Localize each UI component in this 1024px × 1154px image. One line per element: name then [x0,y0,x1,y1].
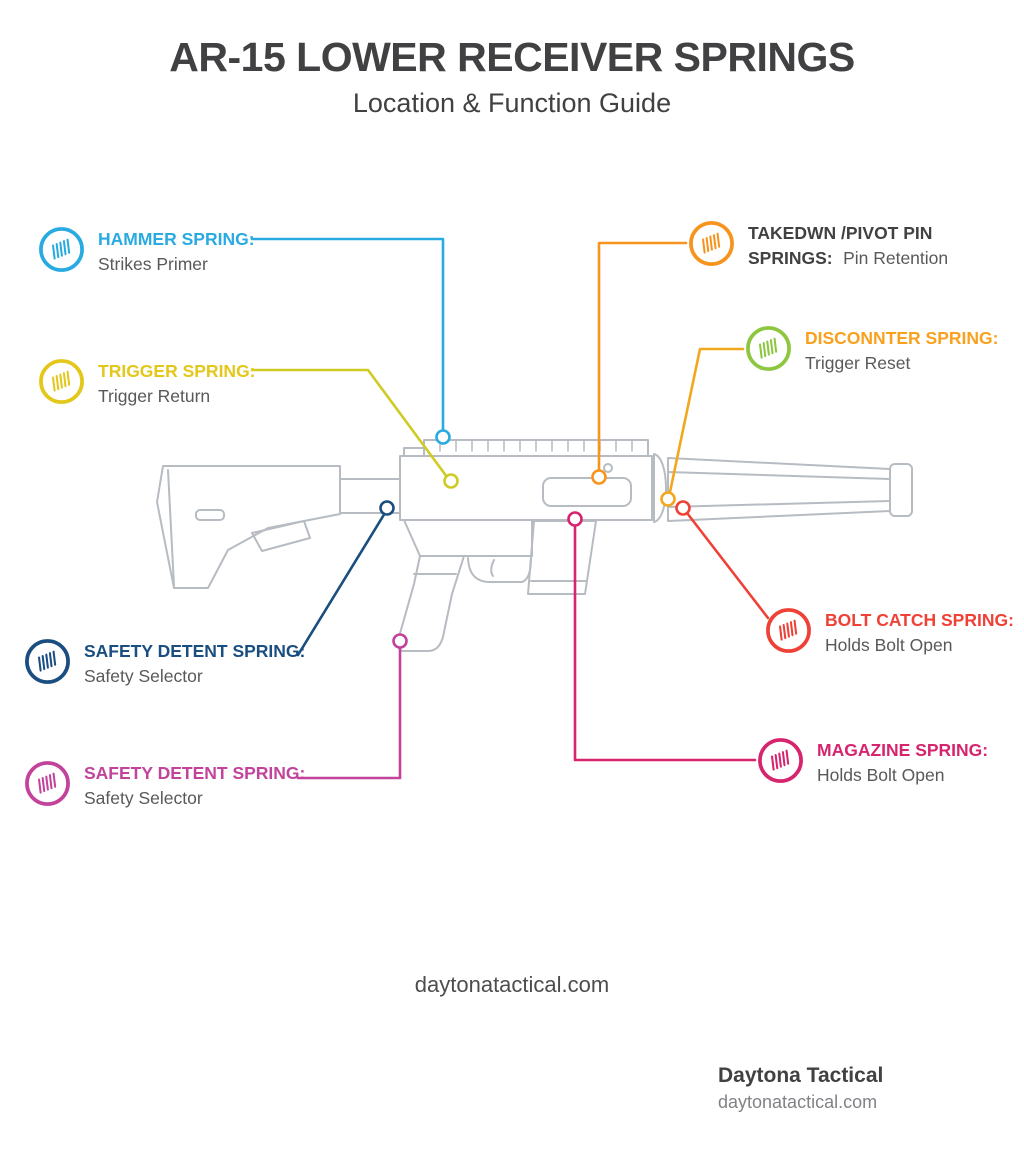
takedown-springs-point [591,469,607,485]
safety-detent-spring-pink-icon [24,760,71,807]
brand-site-url: daytonatactical.com [718,1092,878,1112]
callout-desc: Trigger Return [98,386,211,406]
rifle-outline [156,439,913,652]
lower-front-edge [403,519,421,557]
callout-lines [250,237,770,780]
trigger-guard [463,555,533,583]
trigger-spring-icon [38,358,85,405]
bolt-catch-spring-point [675,500,691,516]
safety-detent-pink-point [392,633,408,649]
disconnector-spring-line [668,347,745,494]
ejection-port [542,477,632,507]
watermark-url: daytonatactical.com [414,972,610,997]
callout-label: DISCONNTER SPRING: [805,328,999,348]
callout-trigger-spring: TRIGGER SPRING: Trigger Return [38,358,256,409]
callout-label: SAFETY DETENT SPRING: [84,641,306,661]
callout-desc: Safety Selector [84,666,203,686]
trigger-spring-line [250,368,449,479]
callout-label: TRIGGER SPRING: [98,361,256,381]
stock [156,465,341,589]
callout-label: TAKEDWN /PIVOT PIN SPRINGS: [748,223,933,268]
magazine-spring-icon [757,737,804,784]
page-subtitle: Location & Function Guide [352,88,672,118]
pistol-grip [397,555,465,652]
delta-ring [653,453,667,523]
safety-detent-pink-line [296,647,402,780]
pivot-pin [603,463,613,473]
hammer-spring-icon [38,226,85,273]
disconnector-spring-icon [745,325,792,372]
callout-disconnector-spring: DISCONNTER SPRING: Trigger Reset [745,325,998,376]
brand-block: Daytona Tactical daytonatactical.com [718,1064,883,1113]
takedown-springs-icon [688,220,735,267]
callout-safety-detent-spring-blue: SAFETY DETENT SPRING: Safety Selector [24,638,305,689]
safety-detent-spring-blue-icon [24,638,71,685]
hammer-spring-point [435,429,451,445]
handguard-lines [667,471,891,508]
trigger-spring-point [443,473,459,489]
disconnector-spring-point [660,491,676,507]
stock-lever [251,520,311,552]
callout-safety-detent-spring-pink: SAFETY DETENT SPRING: Safety Selector [24,760,305,811]
callout-hammer-spring: HAMMER SPRING: Strikes Primer [38,226,255,277]
callout-takedown-pivot-pin-springs: TAKEDWN /PIVOT PIN SPRINGS: Pin Retentio… [688,220,953,271]
safety-detent-blue-point [379,500,395,516]
magazine-spring-point [567,511,583,527]
callout-bolt-catch-spring: BOLT CATCH SPRING: Holds Bolt Open [765,607,1014,658]
handguard [667,457,891,522]
magazine-spring-line [573,525,757,762]
page-title: AR-15 LOWER RECEIVER SPRINGS [169,34,855,80]
callout-label: BOLT CATCH SPRING: [825,610,1014,630]
trigger [490,559,495,577]
callout-magazine-spring: MAGAZINE SPRING: Holds Bolt Open [757,737,988,788]
charging-handle [403,447,425,457]
callout-label: MAGAZINE SPRING: [817,740,989,760]
hammer-spring-line [250,237,445,432]
callout-points [379,429,691,649]
callout-label: SAFETY DETENT SPRING: [84,763,306,783]
callout-label: HAMMER SPRING: [98,229,255,249]
bolt-catch-spring-icon [765,607,812,654]
callout-desc: Trigger Reset [805,353,911,373]
magazine [527,520,597,595]
callout-desc: Safety Selector [84,788,203,808]
stock-butt-line [167,469,175,587]
bolt-catch-spring-line [685,511,770,620]
callout-desc: Pin Retention [843,248,949,268]
stock-sling-slot [195,509,225,521]
safety-detent-blue-line [296,511,387,657]
callout-desc: Holds Bolt Open [817,765,945,785]
handguard-cap [889,463,913,517]
brand-name: Daytona Tactical [718,1064,884,1087]
takedown-springs-line [597,241,688,472]
callout-desc: Holds Bolt Open [825,635,953,655]
callout-desc: Strikes Primer [98,254,208,274]
